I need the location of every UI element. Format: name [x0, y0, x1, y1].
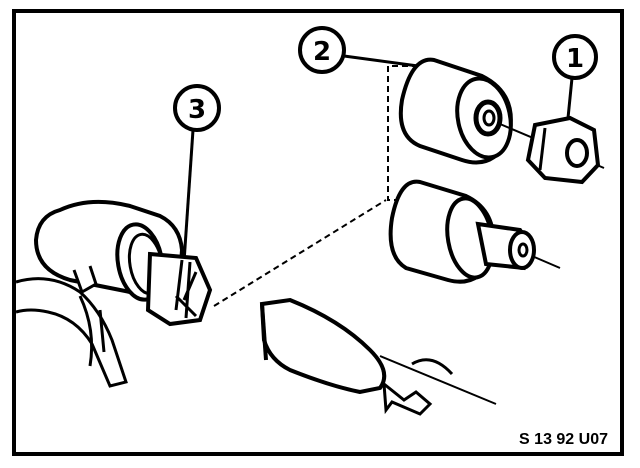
screwdriver: [259, 297, 497, 416]
bushing-lower: [388, 179, 536, 284]
axis-line-lower: [531, 255, 561, 269]
socket-teeth: [174, 259, 198, 319]
callout-2-dashed-bracket: [387, 65, 418, 201]
bushing-upper-bore-inner: [482, 109, 496, 127]
callout-2: 2: [298, 26, 419, 201]
hand-knuckle: [72, 265, 98, 295]
hex-nut-hole: [565, 138, 589, 168]
callout-3-label: 3: [188, 95, 206, 125]
callout-3-leader: [182, 129, 195, 263]
callout-2-leader: [343, 54, 419, 68]
screwdriver-axis-line: [379, 355, 497, 405]
callout-2-label: 2: [313, 37, 331, 67]
stud-hole: [517, 242, 529, 258]
callout-1-label: 1: [566, 44, 584, 74]
screwdriver-handle-hint: [411, 358, 454, 376]
callout-3-circle: [173, 84, 221, 132]
tool-with-socket: [15, 199, 213, 388]
bushing-upper: [398, 57, 513, 165]
screwdriver-tip: [260, 303, 268, 361]
hex-nut: [525, 115, 601, 185]
hand-outline: [15, 277, 128, 388]
callout-2-circle: [298, 26, 346, 74]
hex-nut-edge: [538, 127, 547, 171]
callout-1-circle: [552, 34, 598, 80]
screwdriver-shaft: [382, 380, 433, 416]
figure-border: [12, 9, 624, 456]
dashed-guide-line: [213, 199, 387, 307]
callout-1: 1: [552, 34, 598, 119]
callout-3: 3: [173, 84, 221, 263]
figure-code: S 13 92 U07: [519, 431, 608, 448]
screwdriver-blade: [259, 297, 387, 395]
callout-1-leader: [566, 77, 574, 119]
hand-lower: [78, 295, 106, 367]
